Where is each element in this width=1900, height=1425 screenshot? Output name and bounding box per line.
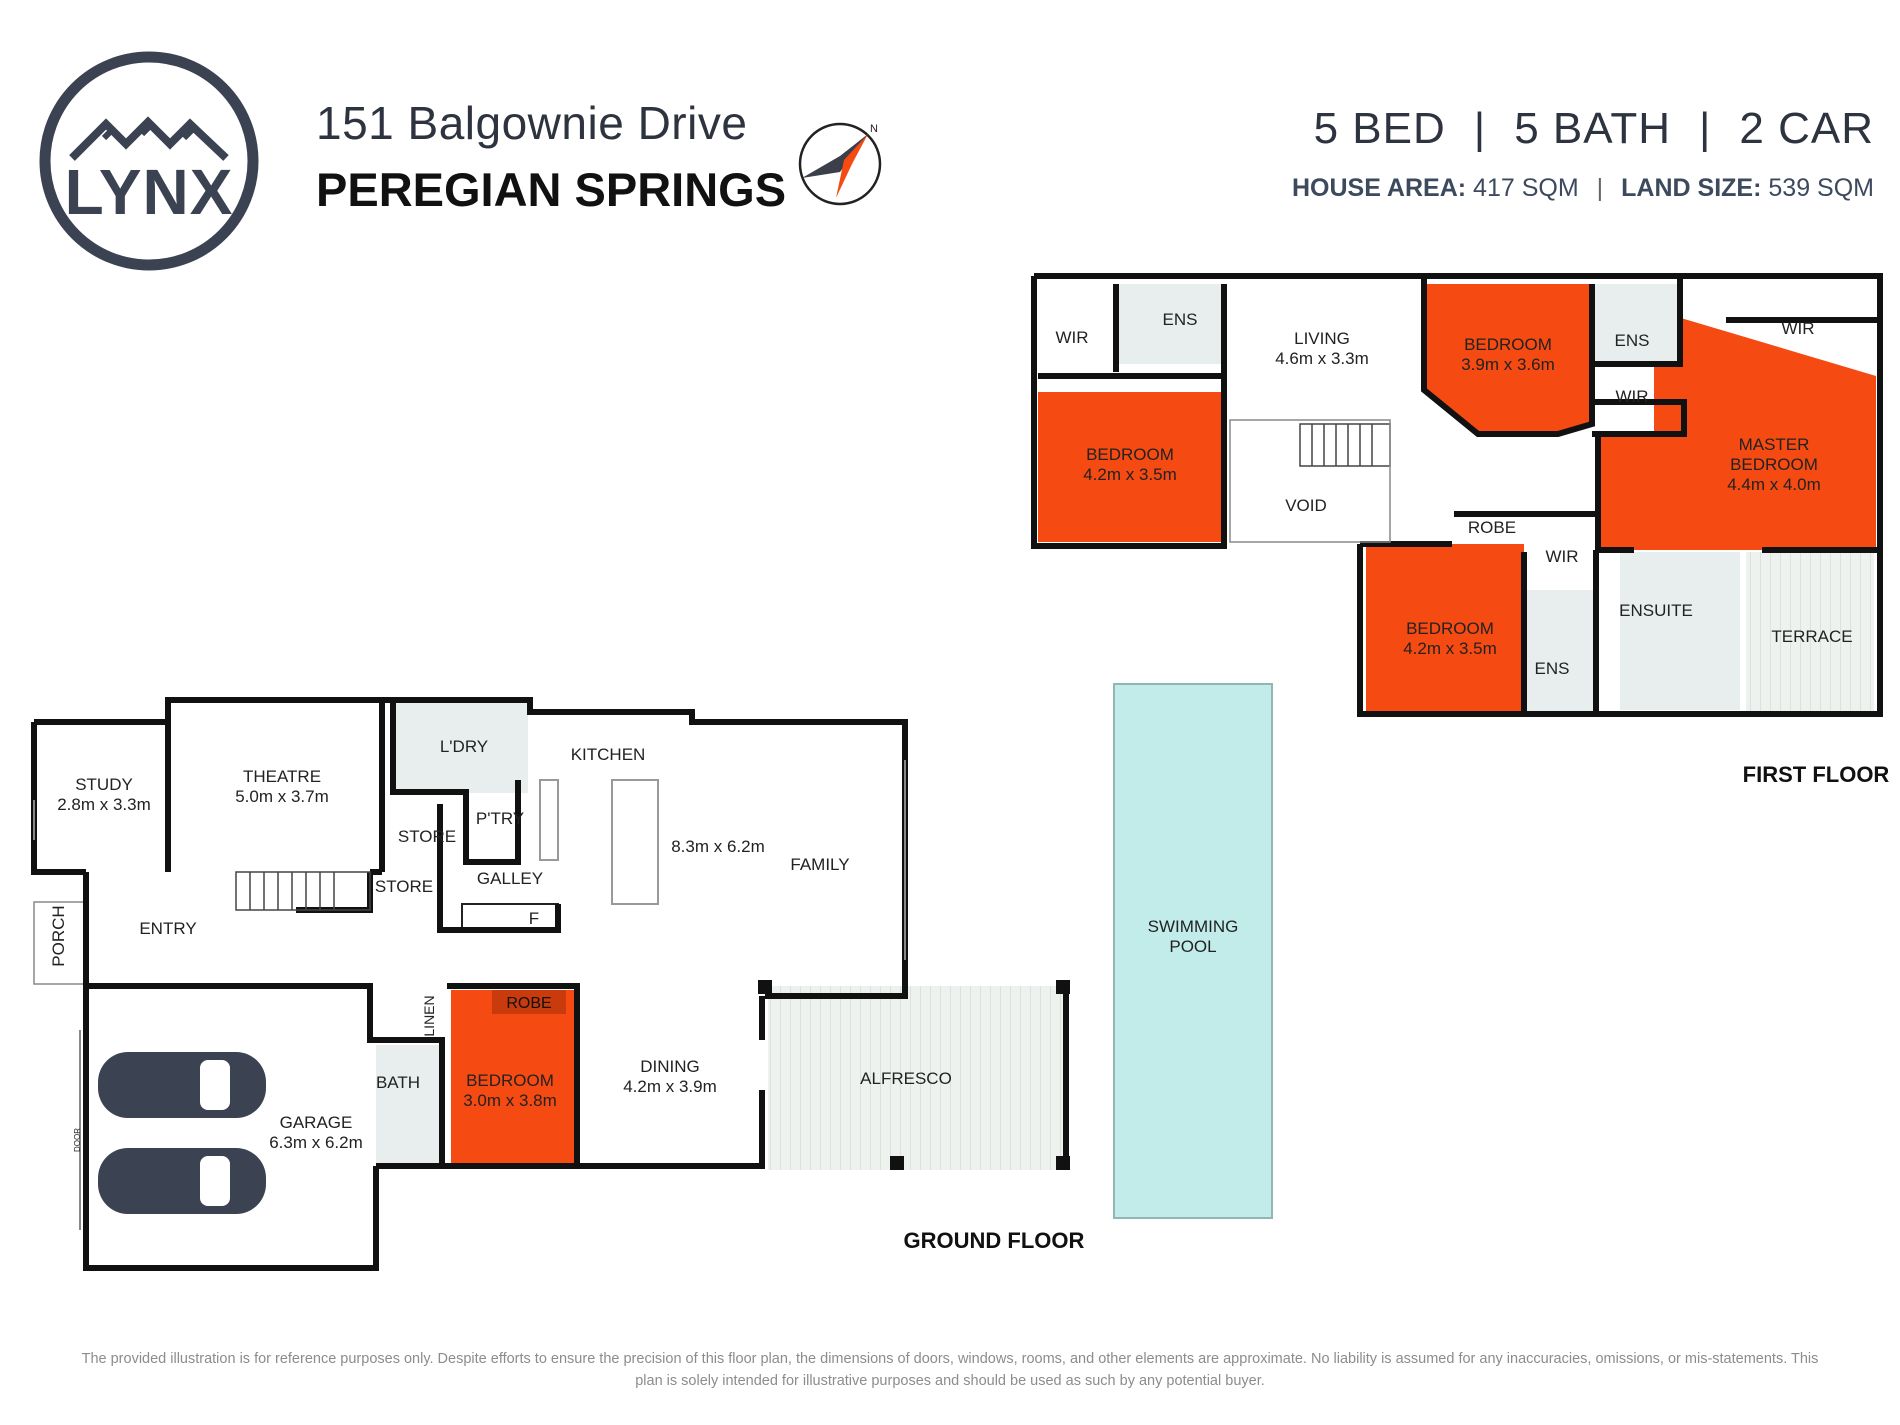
property-specs: 5 BED | 5 BATH | 2 CAR [1314, 104, 1874, 154]
ground-floor-labels: STUDY 2.8m x 3.3m THEATRE 5.0m x 3.7m L'… [49, 737, 952, 1152]
ground-floor: STUDY 2.8m x 3.3m THEATRE 5.0m x 3.7m L'… [31, 697, 1085, 1271]
bath-count: 5 BATH [1514, 104, 1671, 153]
logo-text: LYNX [65, 156, 234, 228]
bedroom-ff3-label: BEDROOM [1406, 619, 1494, 638]
house-area-label: HOUSE AREA: [1292, 174, 1467, 202]
fridge-label: F [529, 909, 539, 928]
wir-1-label: WIR [1055, 328, 1088, 347]
swimming-pool: SWIMMING POOL [1113, 683, 1273, 1219]
ground-floor-title: GROUND FLOOR [904, 1228, 1085, 1253]
family-dimensions: 8.3m x 6.2m [671, 837, 765, 856]
bedroom-ff2-label: BEDROOM [1464, 335, 1552, 354]
alfresco-label: ALFRESCO [860, 1069, 952, 1088]
disclaimer-line-1: The provided illustration is for referen… [81, 1351, 1819, 1367]
bedroom-ff1-label: BEDROOM [1086, 445, 1174, 464]
pool-label-2: POOL [1169, 937, 1216, 956]
master-label-2: BEDROOM [1730, 455, 1818, 474]
property-areas: HOUSE AREA: 417 SQM | LAND SIZE: 539 SQM [1292, 174, 1874, 203]
wir-3-label: WIR [1781, 319, 1814, 338]
master-bedroom-fill [1598, 310, 1876, 550]
first-floor-labels: WIR ENS LIVING 4.6m x 3.3m BEDROOM 4.2m … [1055, 310, 1852, 678]
car-count: 2 CAR [1739, 104, 1874, 153]
linen-label: LINEN [421, 995, 437, 1036]
bedroom-gf-dimensions: 3.0m x 3.8m [463, 1091, 557, 1110]
theatre-dimensions: 5.0m x 3.7m [235, 787, 329, 806]
bedroom-ff2-fill [1424, 284, 1592, 434]
kitchen-island [611, 779, 659, 905]
bedroom-gf-label: BEDROOM [466, 1071, 554, 1090]
garage-dimensions: 6.3m x 6.2m [269, 1133, 363, 1152]
terrace-deck [1746, 552, 1874, 712]
wir-2-label: WIR [1615, 387, 1648, 406]
family-label: FAMILY [790, 855, 849, 874]
roofline-icon [69, 116, 229, 161]
bath-label: BATH [376, 1073, 420, 1092]
entry-label: ENTRY [139, 919, 196, 938]
bath-area [376, 1045, 442, 1165]
spec-separator: | [1698, 104, 1712, 153]
house-area-value: 417 SQM [1473, 174, 1579, 202]
floor-plan: STUDY 2.8m x 3.3m THEATRE 5.0m x 3.7m L'… [31, 273, 1890, 1271]
north-compass-icon: N [798, 122, 882, 206]
ens-2-label: ENS [1615, 331, 1650, 350]
land-size-value: 539 SQM [1768, 174, 1874, 202]
bedroom-ff3-fill [1366, 544, 1524, 712]
wir-4-label: WIR [1545, 547, 1578, 566]
first-floor: WIR ENS LIVING 4.6m x 3.3m BEDROOM 4.2m … [1031, 273, 1890, 787]
store-label: STORE [398, 827, 456, 846]
land-size-label: LAND SIZE: [1621, 174, 1762, 202]
void-label: VOID [1285, 496, 1327, 515]
pool-label: SWIMMING [1148, 917, 1239, 936]
spec-separator: | [1473, 104, 1487, 153]
kitchen-label: KITCHEN [571, 745, 646, 764]
laundry-label: L'DRY [440, 737, 488, 756]
robe-ff-label: ROBE [1468, 518, 1516, 537]
bed-count: 5 BED [1313, 104, 1446, 153]
disclaimer-line-2: plan is solely intended for illustrative… [635, 1373, 1265, 1389]
robe-gf-label: ROBE [506, 995, 551, 1012]
living-label: LIVING [1294, 329, 1350, 348]
lynx-logo: LYNX [39, 51, 259, 271]
garage-label: GARAGE [280, 1113, 353, 1132]
garage-door-label: DOOR [73, 1128, 82, 1152]
disclaimer: The provided illustration is for referen… [26, 1348, 1874, 1392]
living-dimensions: 4.6m x 3.3m [1275, 349, 1369, 368]
bedroom-ff2-dimensions: 3.9m x 3.6m [1461, 355, 1555, 374]
study-label: STUDY [75, 775, 133, 794]
galley-label: GALLEY [477, 869, 543, 888]
master-dimensions: 4.4m x 4.0m [1727, 475, 1821, 494]
property-address: 151 Balgownie Drive [316, 97, 748, 149]
theatre-label: THEATRE [243, 767, 321, 786]
ens-1-label: ENS [1163, 310, 1198, 329]
dining-label: DINING [640, 1057, 700, 1076]
bedroom-ff3-dimensions: 4.2m x 3.5m [1403, 639, 1497, 658]
ensuite-label: ENSUITE [1619, 601, 1693, 620]
svg-text:N: N [870, 123, 878, 135]
car-icon [98, 1052, 266, 1214]
ensuite-area [1620, 552, 1740, 710]
property-suburb: PEREGIAN SPRINGS [316, 163, 787, 216]
first-floor-title: FIRST FLOOR [1743, 762, 1890, 787]
alfresco-deck [768, 986, 1066, 1170]
laundry-area [393, 703, 528, 793]
store2-label: STORE [375, 877, 433, 896]
ens-3-label: ENS [1535, 659, 1570, 678]
study-dimensions: 2.8m x 3.3m [57, 795, 151, 814]
bedroom-ff1-dimensions: 4.2m x 3.5m [1083, 465, 1177, 484]
bedroom-ff1-fill [1038, 392, 1224, 542]
terrace-label: TERRACE [1771, 627, 1852, 646]
bedroom-gf-fill [451, 990, 577, 1166]
area-separator: | [1596, 174, 1604, 202]
pantry-label: P'TRY [476, 809, 524, 828]
master-label: MASTER [1739, 435, 1810, 454]
porch-label: PORCH [49, 905, 68, 966]
dining-dimensions: 4.2m x 3.9m [623, 1077, 717, 1096]
